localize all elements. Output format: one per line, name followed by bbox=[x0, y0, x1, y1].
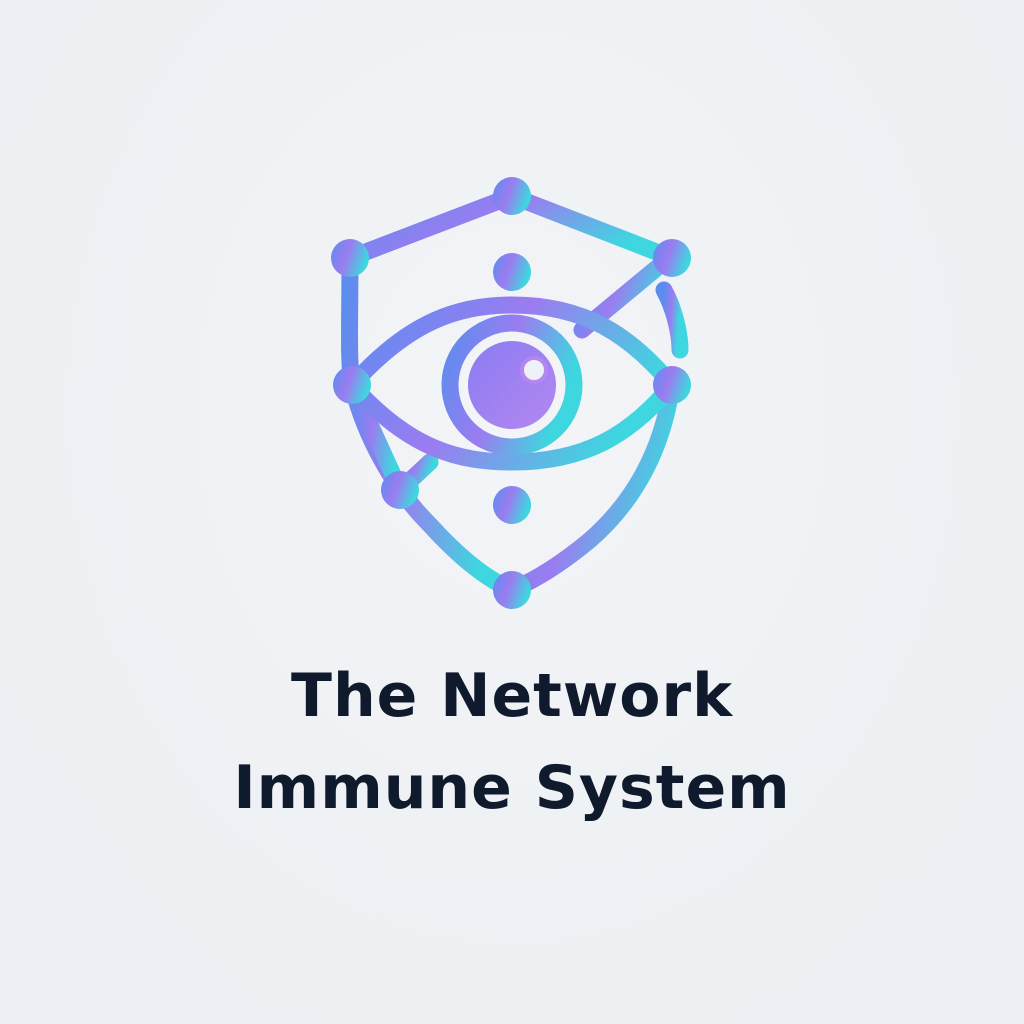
shield-eye-network-icon bbox=[331, 177, 691, 609]
node-bottom bbox=[493, 571, 531, 609]
wordmark-line-1: The Network bbox=[291, 661, 733, 731]
node-top-inner bbox=[493, 253, 531, 291]
node-bottom-inner bbox=[493, 486, 531, 524]
network-nodes bbox=[331, 177, 691, 609]
wordmark: The Network Immune System bbox=[0, 650, 1024, 834]
eye-iris bbox=[468, 341, 556, 429]
node-right bbox=[653, 366, 691, 404]
node-left bbox=[333, 366, 371, 404]
node-bottom-left bbox=[381, 471, 419, 509]
node-top bbox=[493, 177, 531, 215]
wordmark-line-2: Immune System bbox=[233, 753, 791, 823]
node-top-left bbox=[331, 239, 369, 277]
node-top-right bbox=[653, 239, 691, 277]
